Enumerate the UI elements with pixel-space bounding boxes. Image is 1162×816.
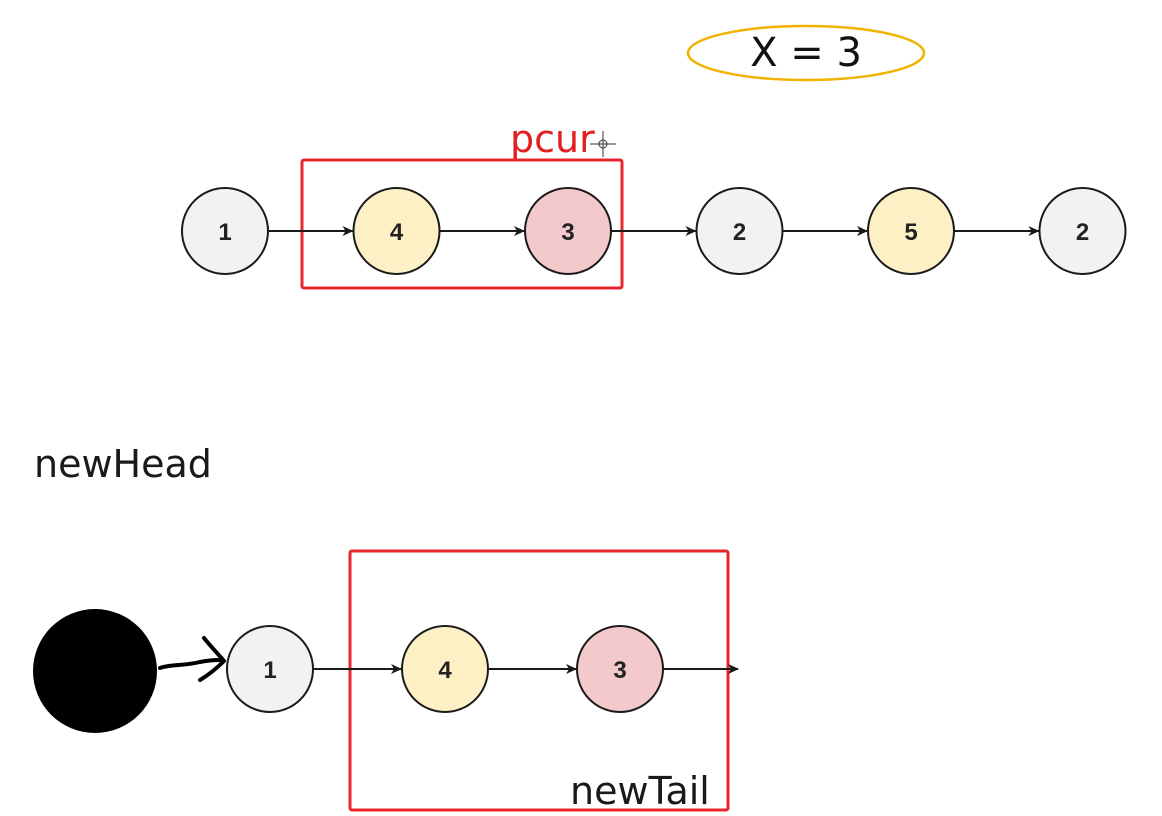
original-node-6-label: 2	[1076, 219, 1089, 246]
crosshair-cursor-icon	[590, 131, 616, 157]
new-node-1-label: 1	[263, 657, 276, 684]
original-node-4-label: 2	[733, 219, 746, 246]
new-node-2-label: 4	[438, 657, 452, 684]
newhead-label: newHead	[34, 442, 212, 486]
highlight-box-bottom	[348, 549, 730, 812]
original-node-3-label: 3	[561, 219, 574, 246]
condition-label: X = 3	[750, 30, 862, 76]
newtail-label: newTail	[570, 769, 710, 813]
original-linked-list: 1 4 3 2 5 2	[181, 187, 1127, 275]
original-node-2-label: 4	[390, 219, 404, 246]
sentinel-head-node	[33, 609, 157, 733]
new-node-3-label: 3	[613, 657, 626, 684]
original-node-6	[1038, 187, 1127, 275]
original-node-1-label: 1	[218, 219, 231, 246]
original-node-5-label: 5	[904, 219, 917, 246]
new-linked-list: 1 4 3	[226, 625, 664, 713]
condition-ellipse	[686, 24, 926, 82]
highlight-box-top	[300, 158, 624, 290]
pcur-label: pcur	[510, 117, 595, 161]
sentinel-arrow	[158, 636, 226, 682]
